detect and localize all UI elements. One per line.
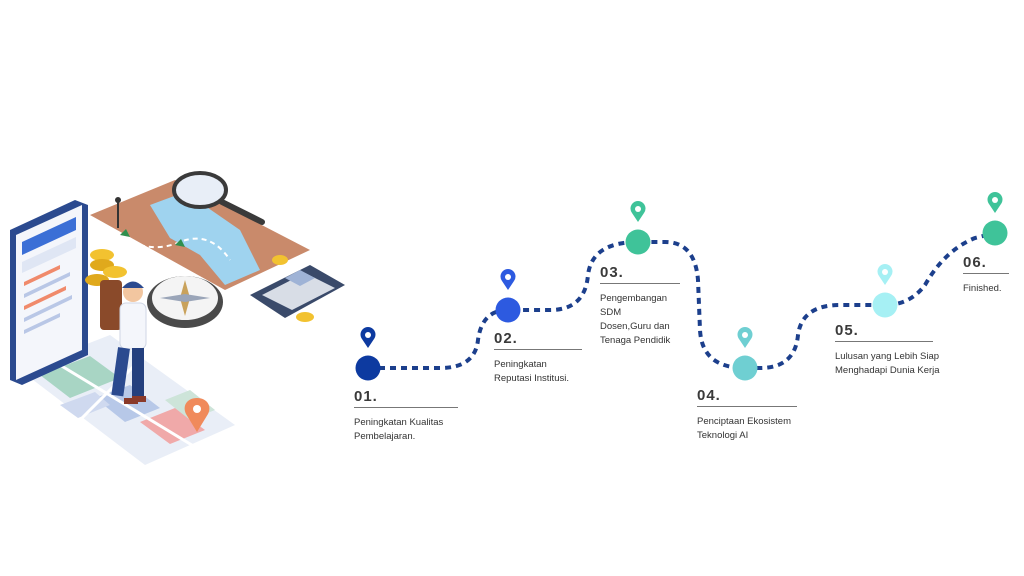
step-label: Lulusan yang Lebih Siap Menghadapi Dunia… bbox=[835, 351, 940, 376]
traveler-icon bbox=[100, 280, 147, 404]
step-number: 04. bbox=[697, 387, 797, 407]
step-node-4 bbox=[732, 355, 758, 381]
map-pin-dot bbox=[992, 197, 998, 203]
coins-icon bbox=[85, 249, 314, 322]
step-node-2 bbox=[495, 297, 521, 323]
step-6: 06. Finished. bbox=[963, 254, 1019, 296]
map-pin-dot bbox=[742, 332, 748, 338]
step-number: 06. bbox=[963, 254, 1009, 274]
step-node-3 bbox=[625, 229, 651, 255]
map-pin-dot bbox=[635, 206, 641, 212]
step-label: Finished. bbox=[963, 283, 1002, 294]
step-label: Penciptaan Ekosistem Teknologi AI bbox=[697, 416, 791, 441]
magnifier-icon bbox=[172, 171, 265, 225]
step-2: 02. Peningkatan Reputasi Institusi. bbox=[494, 330, 634, 386]
step-number: 02. bbox=[494, 330, 582, 350]
step-1: 01. Peningkatan Kualitas Pembelajaran. bbox=[354, 388, 494, 444]
step-node-1 bbox=[355, 355, 381, 381]
map-pin-dot bbox=[505, 274, 511, 280]
step-3: 03. Pengembangan SDM Dosen,Guru dan Tena… bbox=[600, 264, 740, 348]
step-number: 03. bbox=[600, 264, 680, 284]
compass-icon bbox=[147, 276, 223, 328]
map-pin-dot bbox=[882, 269, 888, 275]
dashed-route-line bbox=[368, 231, 996, 370]
navigation-illustration bbox=[10, 171, 345, 465]
map-pin-dot bbox=[365, 332, 371, 338]
step-label: Peningkatan Kualitas Pembelajaran. bbox=[354, 417, 444, 442]
step-4: 04. Penciptaan Ekosistem Teknologi AI bbox=[697, 387, 837, 443]
step-5: 05. Lulusan yang Lebih Siap Menghadapi D… bbox=[835, 322, 975, 378]
phone-map-icon bbox=[10, 200, 88, 385]
step-label: Pengembangan SDM Dosen,Guru dan Tenaga P… bbox=[600, 293, 671, 346]
step-label: Peningkatan Reputasi Institusi. bbox=[494, 359, 569, 384]
step-number: 01. bbox=[354, 388, 458, 408]
location-pin-icon bbox=[184, 398, 210, 432]
step-node-5 bbox=[872, 292, 898, 318]
step-number: 05. bbox=[835, 322, 933, 342]
step-node-6 bbox=[982, 220, 1008, 246]
calculator-icon bbox=[250, 265, 345, 318]
treasure-map-icon bbox=[90, 180, 310, 290]
